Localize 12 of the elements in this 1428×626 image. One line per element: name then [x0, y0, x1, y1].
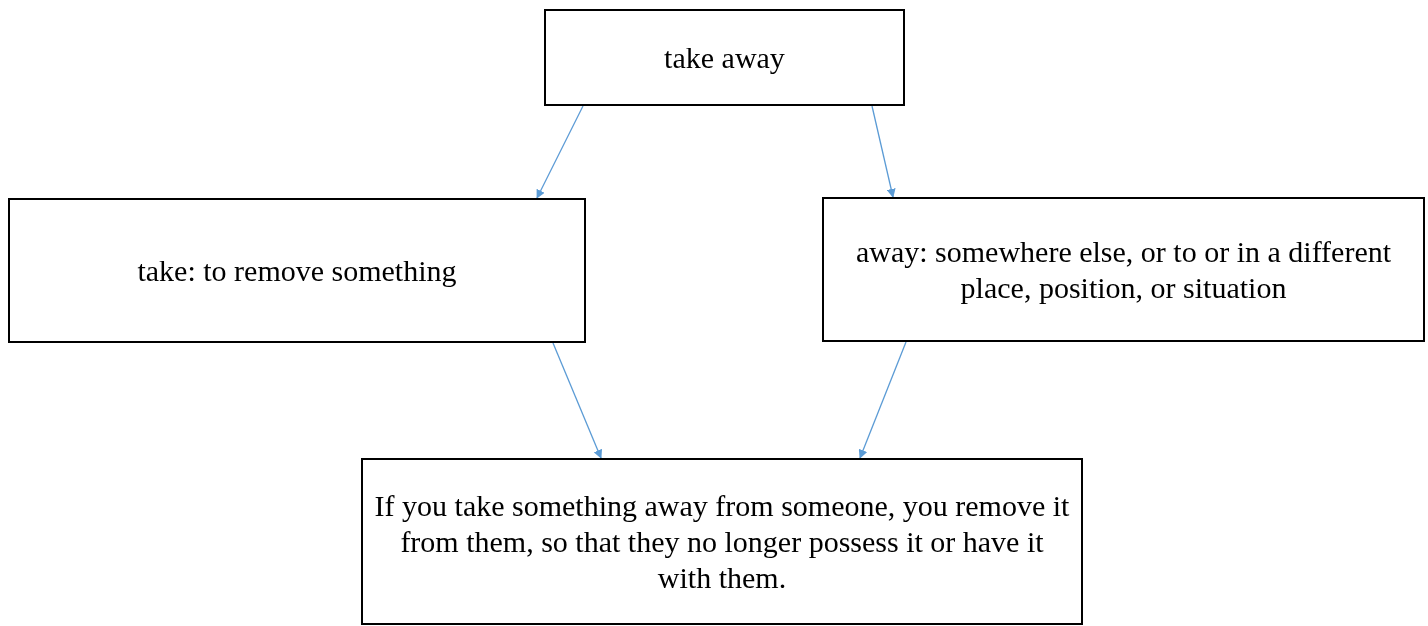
node-text: take: to remove something	[137, 252, 457, 289]
text-box	[8, 198, 586, 343]
text-box	[544, 9, 905, 106]
node-text: If you take something away from someone, you remove it from them, so that they no longer possess it or have it with them.	[373, 487, 1071, 596]
arrow	[858, 341, 907, 459]
text-box	[361, 458, 1083, 625]
text-box	[822, 197, 1425, 342]
arrow	[871, 105, 896, 198]
arrow	[552, 342, 603, 459]
node-text: take away	[664, 39, 785, 76]
node-text: away: somewhere else, or to or in a different place, position, or situation	[854, 233, 1393, 306]
arrow	[536, 105, 584, 199]
